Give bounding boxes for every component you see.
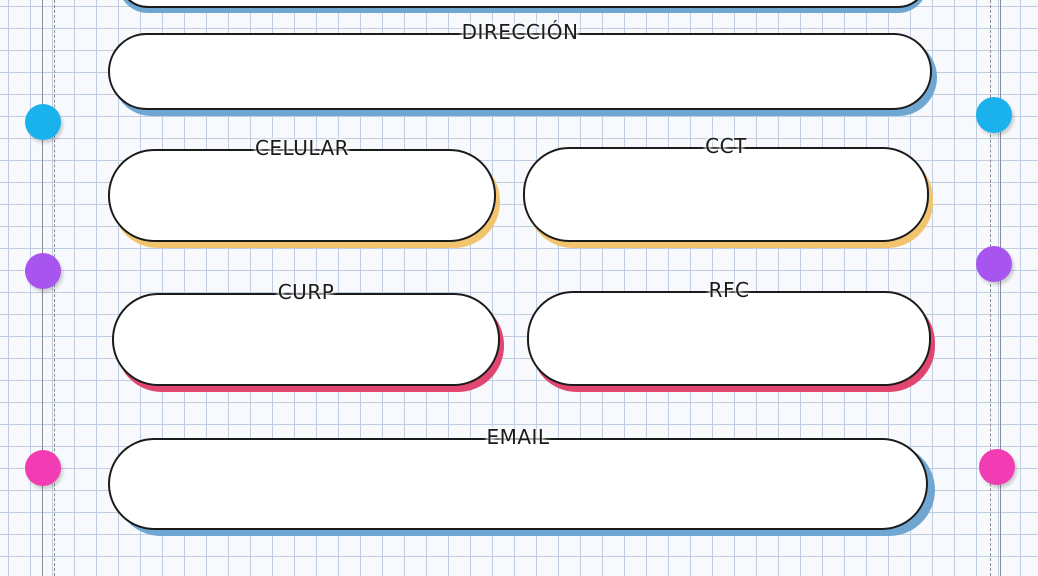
field-celular[interactable]: CELULAR — [108, 136, 496, 242]
right-margin-dashed-line — [990, 0, 991, 576]
field-direccion[interactable]: DIRECCIÓN — [108, 20, 932, 110]
top-field-partial — [118, 0, 928, 8]
binder-dot-cyan-right — [976, 97, 1012, 133]
binder-dot-purple-right — [976, 246, 1012, 282]
field-curp[interactable]: CURP — [112, 280, 500, 386]
curp-input-box[interactable] — [112, 293, 500, 386]
binder-dot-cyan-left — [25, 104, 61, 140]
email-input-box[interactable] — [108, 438, 928, 530]
binder-dot-magenta-right — [979, 449, 1015, 485]
field-rfc[interactable]: RFC — [527, 278, 931, 386]
left-margin-dashed-line — [54, 0, 55, 576]
field-cct[interactable]: CCT — [523, 134, 929, 242]
field-email[interactable]: EMAIL — [108, 425, 928, 530]
celular-input-box[interactable] — [108, 149, 496, 242]
direccion-input-box[interactable] — [108, 33, 932, 110]
rfc-input-box[interactable] — [527, 291, 931, 386]
right-margin-line — [1000, 0, 1001, 576]
cct-input-box[interactable] — [523, 147, 929, 242]
binder-dot-magenta-left — [25, 450, 61, 486]
binder-dot-purple-left — [25, 253, 61, 289]
